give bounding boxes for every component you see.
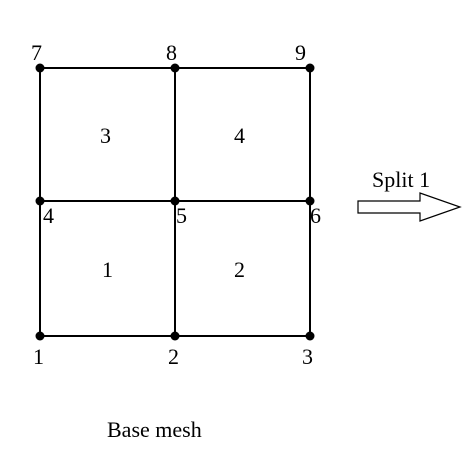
node-label-5: 5 xyxy=(176,203,187,228)
node-label-1: 1 xyxy=(33,344,44,369)
node-label-9: 9 xyxy=(295,40,306,65)
element-label-2: 2 xyxy=(234,257,245,282)
element-label-3: 3 xyxy=(100,123,111,148)
node-dot-6 xyxy=(305,196,315,206)
node-labels: 1 2 3 4 5 6 7 8 9 xyxy=(31,40,321,369)
node-dot-2 xyxy=(170,331,180,341)
node-label-3: 3 xyxy=(302,344,313,369)
node-dot-8 xyxy=(170,63,180,73)
node-dot-5 xyxy=(170,196,180,206)
split-arrow-label: Split 1 xyxy=(372,167,430,192)
node-dot-1 xyxy=(35,331,45,341)
mesh-nodes xyxy=(35,63,315,341)
node-label-2: 2 xyxy=(168,344,179,369)
node-label-7: 7 xyxy=(31,40,42,65)
node-label-4: 4 xyxy=(43,203,54,228)
node-dot-9 xyxy=(305,63,315,73)
element-label-1: 1 xyxy=(102,257,113,282)
diagram-caption: Base mesh xyxy=(107,417,202,442)
node-dot-7 xyxy=(35,63,45,73)
node-dot-3 xyxy=(305,331,315,341)
element-label-4: 4 xyxy=(234,123,245,148)
node-dot-4 xyxy=(35,196,45,206)
right-arrow-icon xyxy=(357,192,462,222)
node-label-8: 8 xyxy=(166,40,177,65)
element-labels: 1 2 3 4 xyxy=(100,123,245,282)
split-arrow: Split 1 xyxy=(357,167,462,222)
node-label-6: 6 xyxy=(310,203,321,228)
